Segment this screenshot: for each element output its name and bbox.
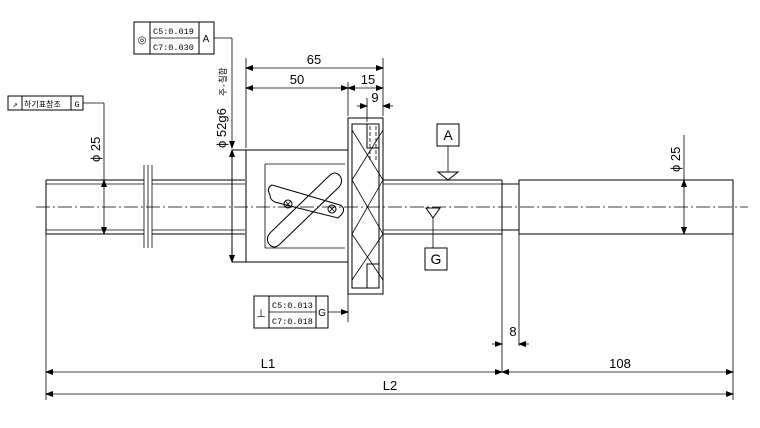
dim-shaft-diameter-right: ϕ 25 xyxy=(668,147,683,172)
dim-8: 8 xyxy=(509,324,516,339)
svg-text:C5:0.013: C5:0.013 xyxy=(272,301,313,311)
svg-text:A: A xyxy=(203,34,210,45)
runout-tolerance-frame: ↗ 하기표참조 G xyxy=(7,95,105,120)
svg-text:G: G xyxy=(318,308,326,319)
svg-text:↗: ↗ xyxy=(12,100,17,110)
svg-text:◎: ◎ xyxy=(138,35,147,46)
dim-shaft-diameter-left: ϕ 25 xyxy=(88,137,103,162)
dim-nut-diameter: ϕ 52g6 xyxy=(214,108,229,148)
svg-text:C7:0.030: C7:0.030 xyxy=(153,43,194,53)
screw-shaft xyxy=(45,165,734,248)
svg-text:⊥: ⊥ xyxy=(256,308,266,320)
svg-text:C7:0.018: C7:0.018 xyxy=(272,317,313,327)
nut-flange xyxy=(347,117,384,295)
perpendicularity-tolerance-frame: ⊥ C5:0.013 C7:0.018 G xyxy=(253,294,349,329)
svg-text:A: A xyxy=(443,127,453,143)
dim-l2: L2 xyxy=(383,378,397,393)
svg-text:하기표참조: 하기표참조 xyxy=(24,99,61,110)
dim-l1: L1 xyxy=(261,356,275,371)
datum-g: G xyxy=(424,207,448,271)
dim-50: 50 xyxy=(290,72,304,87)
return-tube xyxy=(266,172,345,248)
svg-text:G: G xyxy=(74,100,79,110)
svg-text:C5:0.019: C5:0.019 xyxy=(153,27,194,37)
coaxial-tolerance-frame: ◎ C5:0.019 C7:0.030 A xyxy=(133,21,235,149)
dim-108: 108 xyxy=(609,356,631,371)
dim-65: 65 xyxy=(307,52,321,67)
dim-9: 9 xyxy=(371,90,378,105)
svg-text:G: G xyxy=(431,251,442,267)
datum-a: A xyxy=(436,123,460,181)
dim-15: 15 xyxy=(361,72,375,87)
ball-nut xyxy=(231,117,384,295)
dim-nut-diameter-note: 주·칠함 xyxy=(219,67,229,96)
